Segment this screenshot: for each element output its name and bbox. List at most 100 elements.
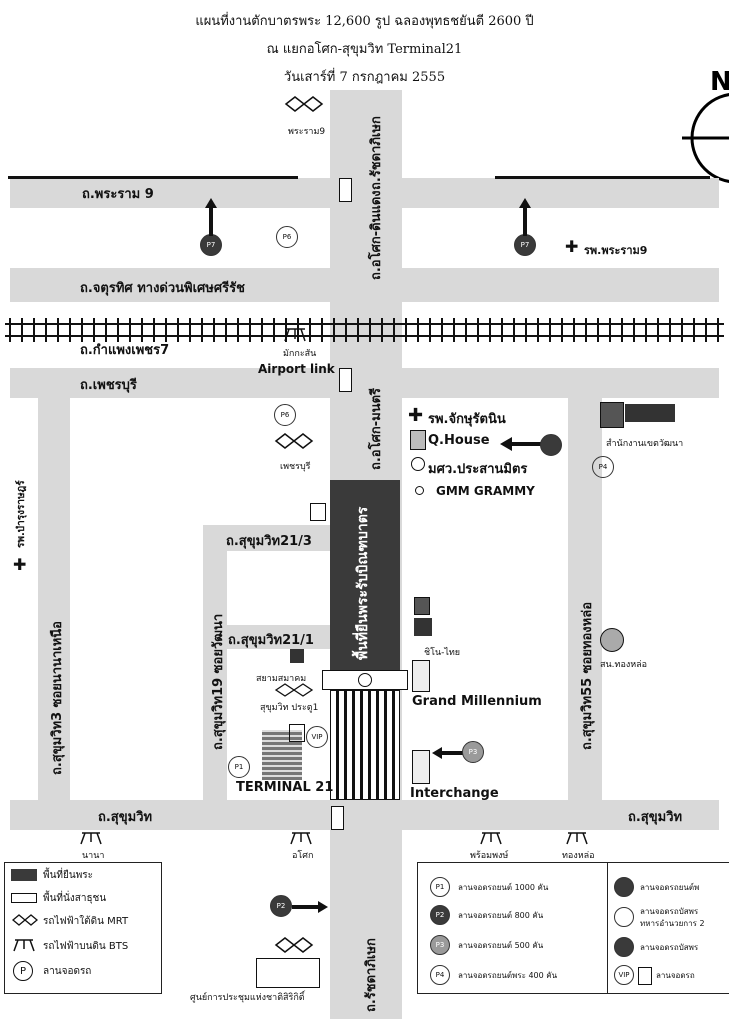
label-watthana-office: สำนักงานเขตวัฒนา xyxy=(606,439,684,449)
police-station-icon xyxy=(600,628,624,652)
legend-item: พื้นที่นั่งสาธุชน xyxy=(43,893,107,904)
legend-right-2: ลานจอดรถยนต์พ ลานจอดรถบัสพร ทหารอำนวยการ… xyxy=(607,862,729,994)
label-asok-montri: ถ.อโศก-มนตรี xyxy=(369,388,384,470)
sitting-zone xyxy=(330,690,400,800)
label-siam-society: สยามสมาคม xyxy=(256,674,307,684)
label-sukhumvit55: ถ.สุขุมวิท55 ซอยทองหล่อ xyxy=(580,601,595,750)
label-sukhumvit-mrt-exit: สุขุมวิท ประตู1 xyxy=(260,703,319,713)
road-sukhumvit21-3 xyxy=(203,525,330,551)
legend-left: พื้นที่ยืนพระ พื้นที่นั่งสาธุชน รถไฟฟ้าใ… xyxy=(4,862,162,994)
bts-icon xyxy=(80,832,102,845)
siam-society-icon xyxy=(290,649,304,663)
bts-icon xyxy=(290,832,312,845)
legend-p3-icon: P3 xyxy=(430,935,450,955)
legend-item: ลานจอดรถ xyxy=(656,971,695,980)
building-icon xyxy=(412,750,430,784)
legend-item: ลานจอดรถยนต์ 500 คัน xyxy=(458,941,544,950)
shrine-icon xyxy=(358,673,372,687)
road-sukhumvit xyxy=(10,800,719,830)
legend-item: ลานจอดรถยนต์ 800 คัน xyxy=(458,911,544,920)
legend-vip-icon: VIP xyxy=(614,965,634,985)
legend-item: พื้นที่ยืนพระ xyxy=(43,870,94,881)
parking-p3-marker: P3 xyxy=(462,741,484,763)
mrt-icon xyxy=(284,96,324,112)
map-title: แผนที่งานตักบาตรพระ 12,600 รูป ฉลองพุทธช… xyxy=(195,14,534,29)
sino-thai-sign xyxy=(414,597,430,615)
legend-right: P1 ลานจอดรถยนต์ 1000 คัน P2 ลานจอดรถยนต์… xyxy=(417,862,609,994)
terminal21-building-icon xyxy=(262,730,302,780)
label-airport-link: Airport link xyxy=(258,362,335,376)
bts-icon xyxy=(13,939,35,952)
arrow-up-icon xyxy=(205,198,217,236)
legend-p7-icon xyxy=(614,937,634,957)
legend-sitting-swatch xyxy=(11,893,37,903)
label-bts-asok: อโศก xyxy=(292,851,314,861)
legend-item: ลานจอดรถยนต์พ xyxy=(640,883,700,892)
legend-item: ลานจอดรถยนต์พระ 400 คัน xyxy=(458,971,558,980)
bts-icon xyxy=(480,832,502,845)
building-icon xyxy=(412,660,430,692)
hospital-cross-icon: ✚ xyxy=(408,405,424,426)
arrow-left-icon xyxy=(432,747,468,759)
parking-marker xyxy=(540,434,562,456)
vip-parking-marker: VIP xyxy=(306,726,328,748)
label-bts-thonglor: ทองหล่อ xyxy=(562,851,595,861)
road-sukhumvit3 xyxy=(38,398,70,800)
legend-item: ลานจอดรถ xyxy=(43,966,92,977)
label-makkasan: มักกะสัน xyxy=(283,349,317,359)
legend-p6-icon xyxy=(614,907,634,927)
hospital-cross-icon: ✚ xyxy=(13,555,27,574)
arrow-up-icon xyxy=(519,198,531,236)
label-bts-phrom-phong: พร้อมพงษ์ xyxy=(470,851,509,861)
legend-p4-icon: P4 xyxy=(430,965,450,985)
mrt-icon xyxy=(274,683,314,697)
road-sukhumvit21-1 xyxy=(227,625,330,649)
label-sino-thai: ชิโน-ไทย xyxy=(424,648,461,658)
traffic-light-icon xyxy=(339,178,352,202)
label-sukhumvit3: ถ.สุขุมวิท3 ซอยนานาเหนือ xyxy=(50,621,65,775)
parking-p7-marker: P7 xyxy=(514,234,536,256)
label-sukhumvit19: ถ.สุขุมวิท19 ซอยวัฒนา xyxy=(211,613,226,750)
legend-p5-icon xyxy=(614,877,634,897)
bts-exit-sign xyxy=(310,503,326,521)
label-mrt-phetchaburi: เพชรบุรี xyxy=(280,462,311,472)
label-chatuthit: ถ.จตุรทิศ ทางด่วนพิเศษศรีรัช xyxy=(80,281,245,296)
label-kamphaeng: ถ.กำแพงเพชร7 xyxy=(80,343,170,358)
road-sukhumvit19 xyxy=(203,525,227,800)
legend-item: ทหารอำนวยการ 2 xyxy=(640,919,705,928)
map-date: วันเสาร์ที่ 7 กรกฎาคม 2555 xyxy=(283,70,446,85)
label-q-house: Q.House xyxy=(428,433,490,448)
university-icon xyxy=(411,457,425,471)
arrow-right-icon xyxy=(292,901,328,913)
label-ratchada-bottom: ถ.รัชดาภิเษก xyxy=(364,938,379,1012)
mrt-icon xyxy=(11,914,39,926)
parking-p1-marker: P1 xyxy=(228,756,250,778)
railway-track xyxy=(5,318,724,342)
airport-link-icon xyxy=(284,328,306,342)
legend-monk-zone-swatch xyxy=(11,869,37,881)
label-rama9: ถ.พระราม 9 xyxy=(82,187,154,202)
parking-p2-marker: P2 xyxy=(270,895,292,917)
label-rama9-hospital: รพ.พระราม9 xyxy=(584,244,648,257)
label-bts-nana: นานา xyxy=(82,851,105,861)
government-seal-icon xyxy=(600,402,624,428)
hospital-cross-icon: ✚ xyxy=(565,237,579,256)
divider-line xyxy=(8,176,298,179)
legend-item: รถไฟฟ้าใต้ดิน MRT xyxy=(43,916,129,927)
parking-p6-marker: P6 xyxy=(276,226,298,248)
label-sukhumvit-left: ถ.สุขุมวิท xyxy=(98,810,153,825)
monk-standing-zone xyxy=(330,480,400,670)
legend-item: ลานจอดรถบัสพร xyxy=(640,907,699,916)
map-location: ณ แยกอโศก-สุขุมวิท Terminal21 xyxy=(266,42,463,57)
label-thonglor-police: สน.ทองหล่อ xyxy=(600,660,648,670)
location-dot-icon xyxy=(415,486,424,495)
monk-zone-label: พื้นที่ยืนพระรับบิณฑบาตร xyxy=(355,506,371,660)
building-icon xyxy=(410,430,426,450)
arrow-left-icon xyxy=(500,437,542,451)
label-interchange: Interchange xyxy=(410,786,499,801)
qsncc-building xyxy=(256,958,320,988)
label-sukhumvit-right: ถ.สุขุมวิท xyxy=(628,810,683,825)
legend-p2-icon: P2 xyxy=(430,905,450,925)
compass-icon: N xyxy=(682,67,729,183)
label-qsncc: ศูนย์การประชุมแห่งชาติสิริกิติ์ xyxy=(190,993,305,1003)
